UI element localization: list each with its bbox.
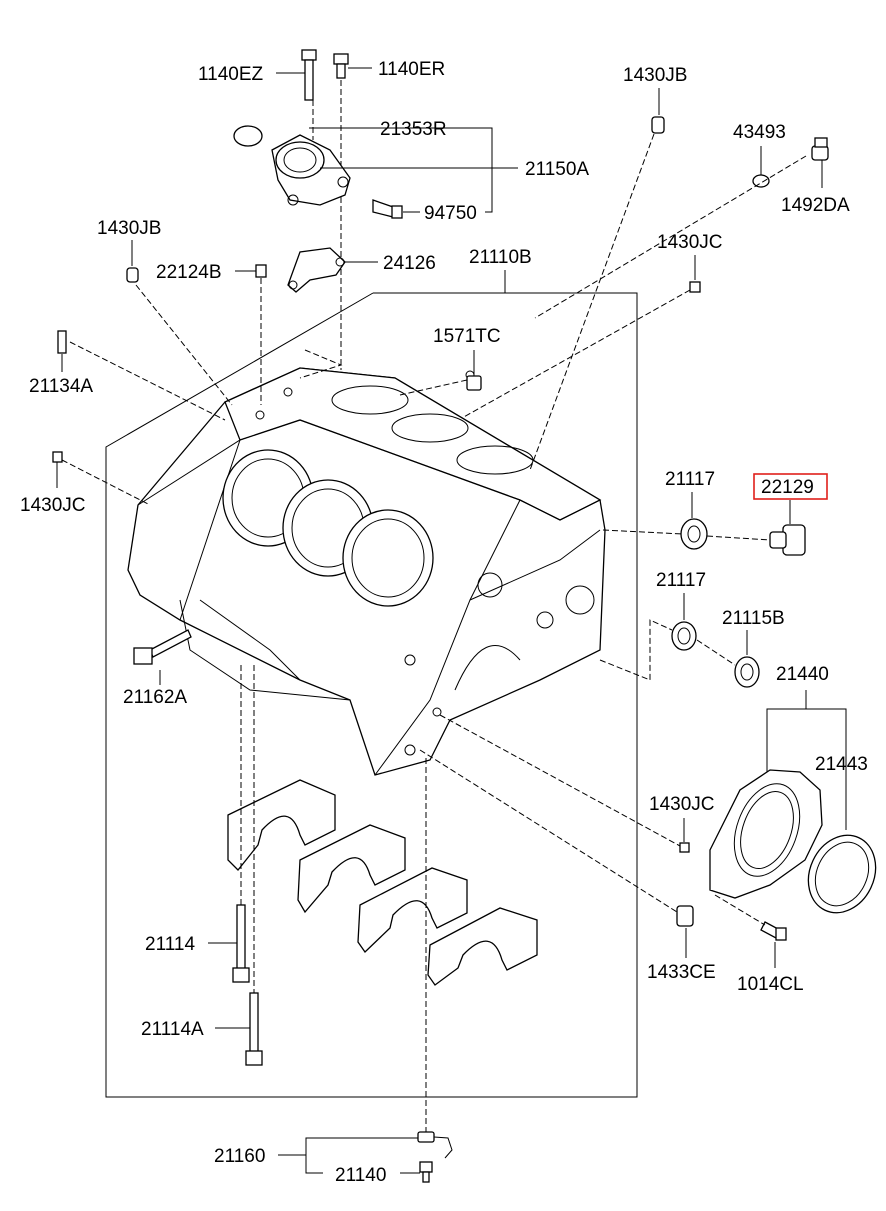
label-21110B: 21110B <box>469 247 532 268</box>
washer-21117-b <box>671 621 697 651</box>
main-bearing-caps <box>227 779 538 986</box>
label-1430JB-top: 1430JB <box>623 65 687 86</box>
label-21117-a: 21117 <box>665 469 715 490</box>
dowel-22124B <box>255 264 267 278</box>
dowel-1430JB-top <box>651 116 665 134</box>
stud-21134A <box>57 330 67 354</box>
oil-jet-21160 <box>417 1131 453 1159</box>
label-1430JC-right: 1430JC <box>649 794 715 815</box>
dowel-1433CE <box>676 905 694 927</box>
block-frame <box>105 292 638 1098</box>
label-21440: 21440 <box>776 664 829 685</box>
label-21115B: 21115B <box>722 608 785 629</box>
label-24126: 24126 <box>383 253 436 274</box>
label-1140ER: 1140ER <box>378 59 445 80</box>
bolt-1014CL <box>760 921 787 941</box>
label-21117-b: 21117 <box>656 570 706 591</box>
dowel-1430JC-left <box>52 451 63 463</box>
fitting-21150A <box>271 134 351 206</box>
dowel-1430JC-top <box>689 281 701 293</box>
label-21114: 21114 <box>145 934 195 955</box>
label-1014CL: 1014CL <box>737 974 804 995</box>
label-21353R: 21353R <box>380 119 447 140</box>
plug-22129 <box>769 524 806 556</box>
label-22129: 22129 <box>761 477 814 498</box>
label-94750: 94750 <box>424 203 477 224</box>
plug-1571TC <box>466 375 482 391</box>
label-1430JC-left: 1430JC <box>20 495 86 516</box>
bolt-21114A <box>245 992 263 1066</box>
o-ring-21353R <box>233 125 263 147</box>
oil-seal-21443 <box>807 834 877 914</box>
bolt-21140 <box>419 1161 433 1183</box>
label-21160: 21160 <box>214 1146 265 1167</box>
label-1492DA: 1492DA <box>781 195 850 216</box>
washer-43493 <box>752 174 770 188</box>
bracket-24126 <box>287 247 346 293</box>
label-21150A: 21150A <box>525 159 589 180</box>
label-1430JB-left: 1430JB <box>97 218 161 239</box>
label-21162A: 21162A <box>123 687 187 708</box>
label-1571TC: 1571TC <box>433 326 501 347</box>
label-21114A: 21114A <box>141 1019 204 1040</box>
label-43493: 43493 <box>733 122 786 143</box>
plug-21115B <box>734 656 760 688</box>
label-1140EZ: 1140EZ <box>198 64 264 85</box>
highlight-box-22129 <box>753 473 828 500</box>
dowel-1430JB-left <box>126 267 139 283</box>
bolt-1140EZ <box>301 49 317 101</box>
label-22124B: 22124B <box>156 262 222 283</box>
label-21140: 21140 <box>335 1165 386 1186</box>
seal-case-21440 <box>709 769 823 899</box>
plug-1492DA <box>811 137 829 161</box>
label-1433CE: 1433CE <box>647 962 716 983</box>
label-21443: 21443 <box>815 754 868 775</box>
bolt-1140ER <box>333 53 349 79</box>
seal-21117-a <box>680 518 708 550</box>
cylinder-block <box>127 367 606 776</box>
dowel-1430JC-right <box>679 842 690 853</box>
label-1430JC-top: 1430JC <box>657 232 723 253</box>
sensor-94750 <box>372 199 403 219</box>
bolt-21162A <box>133 629 192 665</box>
label-21134A: 21134A <box>29 376 93 397</box>
